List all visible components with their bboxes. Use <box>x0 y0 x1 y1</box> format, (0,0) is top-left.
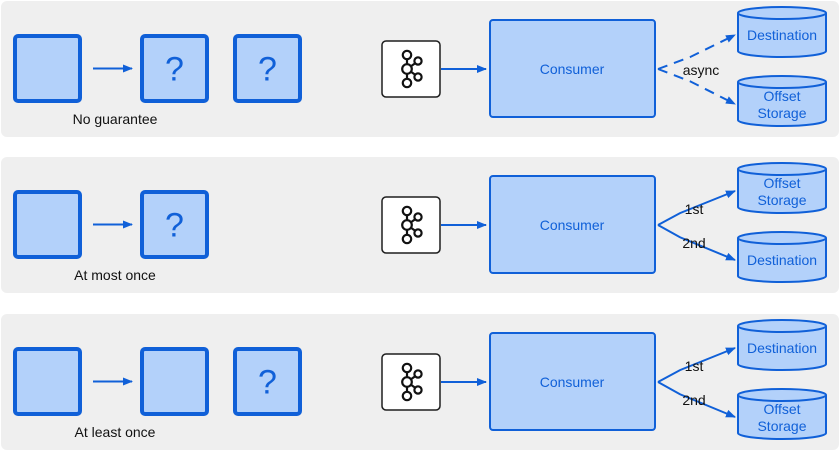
unknown-mark: ? <box>165 51 184 89</box>
kafka-node <box>413 369 423 379</box>
unknown-mark: ? <box>165 207 184 245</box>
consumer-to-storage-arrow <box>657 224 736 261</box>
unknown-mark: ? <box>258 51 277 89</box>
consumer-to-storage-arrow <box>657 68 736 105</box>
kafka-node <box>401 49 413 61</box>
message-square <box>233 34 302 103</box>
cylinder-top <box>737 162 827 176</box>
consumer-to-storage-arrow <box>657 190 736 226</box>
cylinder-body <box>737 169 827 214</box>
storage-label: Destination <box>747 340 817 356</box>
unknown-mark: ? <box>258 364 277 402</box>
message-square <box>13 347 82 416</box>
order-label: 1st <box>685 201 704 217</box>
kafka-node <box>413 56 423 66</box>
panel-3: ? At least once Consumer Destination 1stOffs… <box>1 314 839 450</box>
consumer-label: Consumer <box>540 61 605 77</box>
async-label: async <box>683 62 720 78</box>
cylinder-body <box>737 13 827 58</box>
kafka-logo-icon <box>381 353 441 411</box>
storage-label: Destination <box>747 252 817 268</box>
consumer-box <box>489 175 656 274</box>
consumer-label: Consumer <box>540 217 605 233</box>
kafka-node <box>401 390 413 402</box>
order-label: 2nd <box>682 392 705 408</box>
message-square <box>233 347 302 416</box>
cylinder-body <box>737 238 827 283</box>
kafka-node <box>401 205 413 217</box>
order-label: 1st <box>685 358 704 374</box>
message-square <box>140 34 209 103</box>
message-square <box>13 34 82 103</box>
consumer-label: Consumer <box>540 374 605 390</box>
consumer-box <box>489 19 656 118</box>
message-square <box>140 190 209 259</box>
kafka-node <box>401 63 413 75</box>
cylinder-top <box>737 6 827 20</box>
kafka-node <box>413 72 423 82</box>
consumer-to-storage-arrow <box>657 347 736 383</box>
kafka-logo-icon <box>381 196 441 254</box>
cylinder-body <box>737 82 827 127</box>
consumer-box <box>489 332 656 431</box>
kafka-node <box>413 228 423 238</box>
kafka-node <box>401 219 413 231</box>
semantics-caption: At least once <box>75 424 156 440</box>
message-square <box>140 347 209 416</box>
cylinder-body <box>737 395 827 440</box>
kafka-node <box>413 212 423 222</box>
consumer-to-storage-arrow <box>657 34 736 70</box>
cylinder-top <box>737 319 827 333</box>
kafka-node <box>401 233 413 245</box>
kafka-node <box>413 385 423 395</box>
kafka-node <box>401 362 413 374</box>
cylinder-top <box>737 231 827 245</box>
kafka-node <box>401 77 413 89</box>
consumer-to-storage-arrow <box>657 381 736 418</box>
storage-cylinder: Destination <box>737 6 827 58</box>
semantics-caption: At most once <box>74 267 156 283</box>
message-square <box>13 190 82 259</box>
cylinder-body <box>737 326 827 371</box>
cylinder-top <box>737 75 827 89</box>
storage-cylinder: Destination <box>737 231 827 283</box>
storage-cylinder: Destination <box>737 319 827 371</box>
cylinder-top <box>737 388 827 402</box>
semantics-caption: No guarantee <box>73 111 158 127</box>
kafka-logo-icon <box>381 40 441 98</box>
kafka-node <box>401 376 413 388</box>
storage-label: Destination <box>747 27 817 43</box>
order-label: 2nd <box>682 235 705 251</box>
